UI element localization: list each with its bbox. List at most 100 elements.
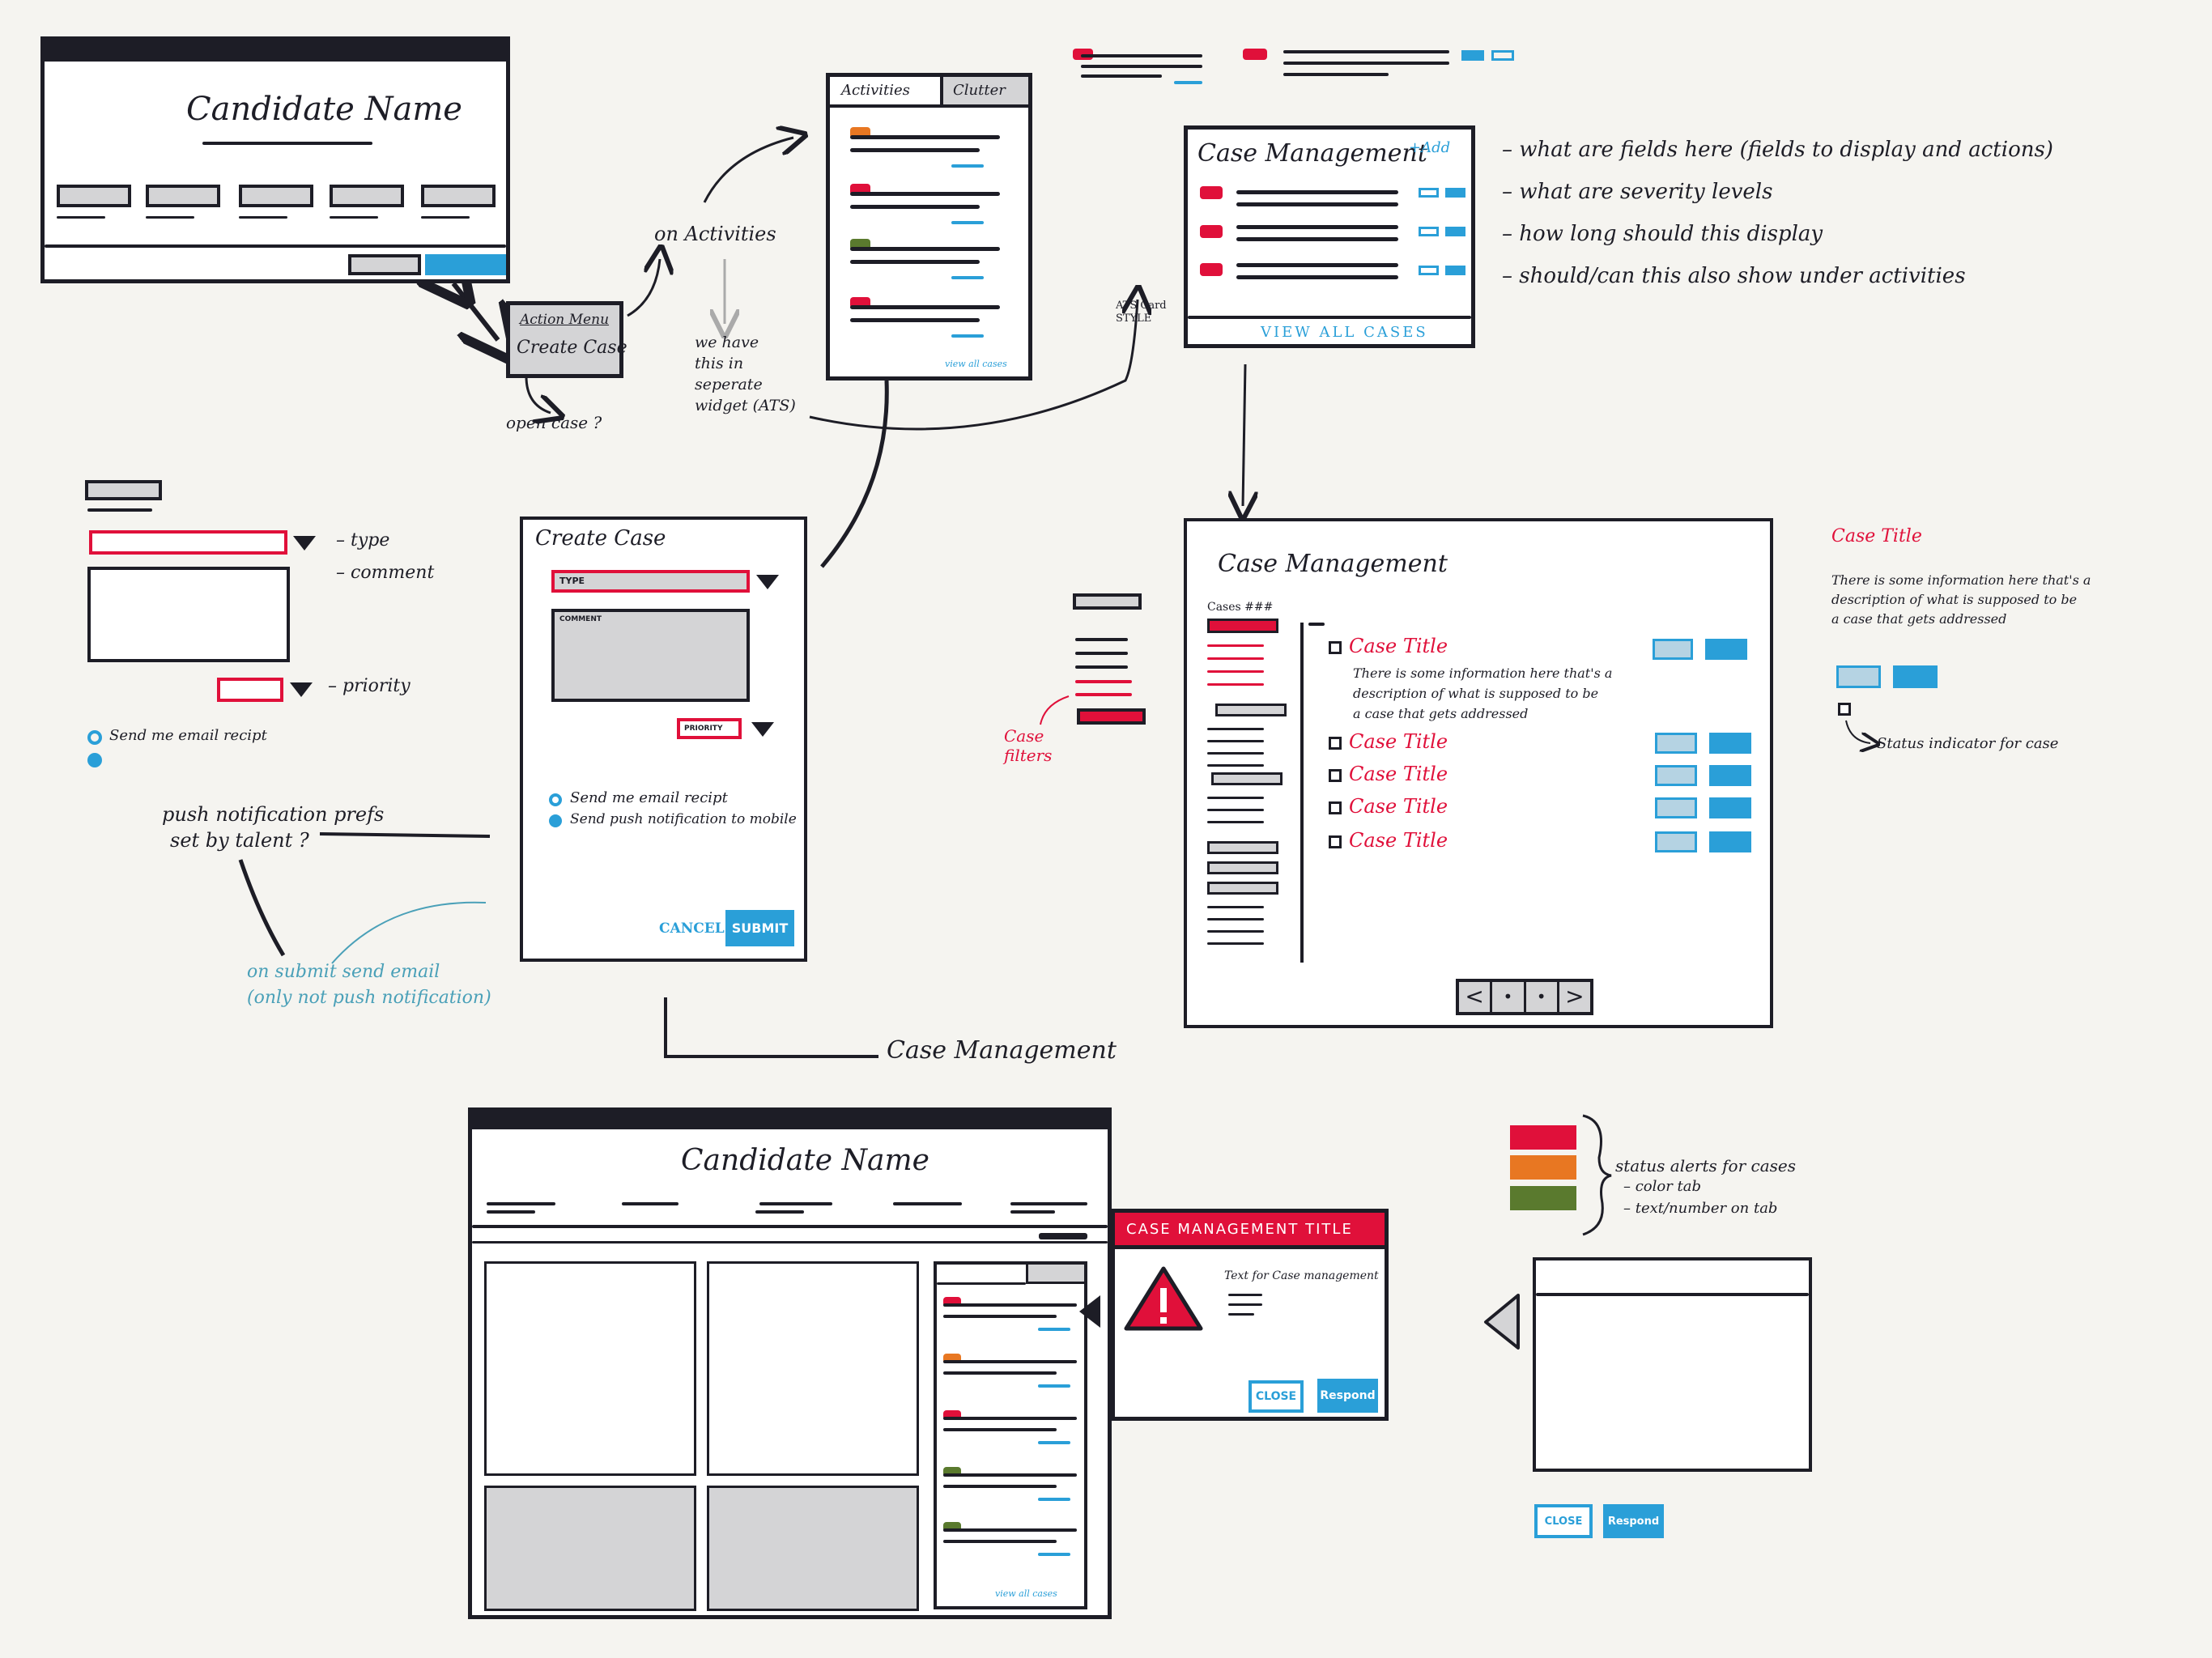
case-primary-action[interactable] [1709,765,1751,786]
filter-item[interactable] [1207,728,1264,730]
popup-respond-button[interactable]: Respond [1317,1379,1378,1413]
popup-close-button[interactable]: CLOSE [1249,1380,1304,1413]
push-notification-label: Send push notification to mobile [570,811,797,827]
case-filled-btn[interactable] [1445,227,1465,236]
filter-selected[interactable] [1207,619,1278,633]
case-row-title[interactable]: Case Title [1349,795,1448,818]
case-outline-btn[interactable] [1419,227,1439,236]
view-all-cases-link[interactable]: view all cases [945,359,1007,369]
list-link[interactable] [951,334,984,338]
filter-group-header[interactable] [1215,704,1287,716]
list-link[interactable] [1038,1553,1070,1556]
filter-item-red[interactable] [1207,670,1264,673]
tab-other[interactable]: Clutter [943,77,1028,108]
collapse-arrow-icon[interactable] [1482,1291,1522,1352]
case-secondary-action[interactable] [1655,797,1697,818]
status-color-green [1510,1186,1576,1210]
type-dropdown-icon[interactable] [756,575,779,589]
case-secondary-action[interactable] [1655,765,1697,786]
primary-button[interactable] [425,254,506,275]
submit-button[interactable]: SUBMIT [725,910,794,946]
case-row-title[interactable]: Case Title [1349,763,1448,785]
add-case-link[interactable]: +Add [1409,139,1451,156]
case-checkbox[interactable] [1329,801,1342,814]
filter-item[interactable] [1207,918,1264,920]
filter-group-header[interactable] [1207,882,1278,895]
view-all-cases-link[interactable]: VIEW ALL CASES [1261,324,1428,341]
case-primary-action[interactable] [1709,733,1751,754]
filter-group-header[interactable] [1211,772,1283,785]
list-link[interactable] [951,276,984,279]
case-checkbox[interactable] [1329,835,1342,848]
case-outline-btn[interactable] [1419,266,1439,275]
pager-next[interactable]: > [1565,983,1585,1010]
push-notification-radio[interactable] [549,814,562,827]
filter-item[interactable] [1207,906,1264,908]
case-primary-action[interactable] [1709,797,1751,818]
type-select[interactable]: TYPE [551,570,750,593]
filter-group-header[interactable] [1207,861,1278,874]
case-filled-btn[interactable] [1445,266,1465,275]
list-link[interactable] [1038,1441,1070,1444]
popup-text-line [1228,1313,1254,1316]
filter-item-red[interactable] [1207,683,1264,686]
filter-item[interactable] [1207,797,1264,799]
case-primary-action[interactable] [1709,831,1751,852]
tab-activities[interactable]: Activities [830,77,943,108]
panel-3 [484,1486,696,1611]
filter-item[interactable] [1207,809,1264,811]
filter-item[interactable] [1207,752,1264,755]
case-title-expanded[interactable]: Case Title [1349,635,1448,657]
priority-dropdown-arrow[interactable] [290,682,313,697]
case-primary-action[interactable] [1705,639,1747,660]
filter-item-red[interactable] [1207,657,1264,660]
pager-prev[interactable]: < [1459,982,1493,1012]
filter-item[interactable] [1207,740,1264,742]
pager-page[interactable]: • [1526,982,1559,1012]
question-severity: – what are severity levels [1502,180,1773,204]
list-line [943,1315,1057,1318]
right-close-button[interactable]: CLOSE [1534,1504,1593,1538]
type-dropdown-arrow[interactable] [293,536,316,551]
type-select-sketch[interactable] [89,530,287,555]
list-link[interactable] [1038,1328,1070,1331]
priority-dropdown-icon[interactable] [751,722,774,737]
pager-page[interactable]: • [1492,982,1526,1012]
case-secondary-action[interactable] [1655,733,1697,754]
case-checkbox[interactable] [1329,641,1342,654]
embedded-view-all-link[interactable]: view all cases [995,1588,1057,1599]
priority-select-sketch[interactable] [217,678,283,702]
action-menu-item-create-case[interactable]: Create Case [517,338,627,358]
embedded-tab-other[interactable] [1026,1265,1084,1284]
filter-item[interactable] [1207,942,1264,945]
email-radio-sketch[interactable] [87,730,102,745]
case-secondary-action[interactable] [1653,639,1693,660]
list-link[interactable] [1038,1498,1070,1501]
list-link[interactable] [951,164,984,168]
case-outline-btn[interactable] [1419,188,1439,198]
toolbar-control[interactable] [1039,1233,1087,1239]
cancel-button[interactable]: CANCEL [659,920,725,937]
filter-group-header[interactable] [1207,841,1278,854]
filter-item[interactable] [1207,821,1264,823]
case-row-title[interactable]: Case Title [1349,730,1448,753]
candidate-name-title: Candidate Name [681,1144,929,1177]
case-checkbox[interactable] [1329,769,1342,782]
filter-item-red[interactable] [1207,644,1264,647]
priority-select[interactable]: PRIORITY [677,718,742,739]
email-receipt-radio[interactable] [549,793,562,806]
push-radio-sketch[interactable] [87,753,102,767]
case-secondary-action[interactable] [1655,831,1697,852]
list-link[interactable] [1038,1384,1070,1388]
filter-item[interactable] [1207,930,1264,933]
filter-item[interactable] [1207,764,1264,767]
comment-textarea[interactable]: COMMENT [551,609,750,702]
case-checkbox[interactable] [1329,737,1342,750]
list-link[interactable] [951,221,984,224]
right-respond-button[interactable]: Respond [1603,1504,1664,1538]
comment-field-sketch[interactable] [87,567,290,662]
secondary-button[interactable] [348,254,421,275]
note-type: – type [336,530,390,551]
case-row-title[interactable]: Case Title [1349,829,1448,852]
case-filled-btn[interactable] [1445,188,1465,198]
